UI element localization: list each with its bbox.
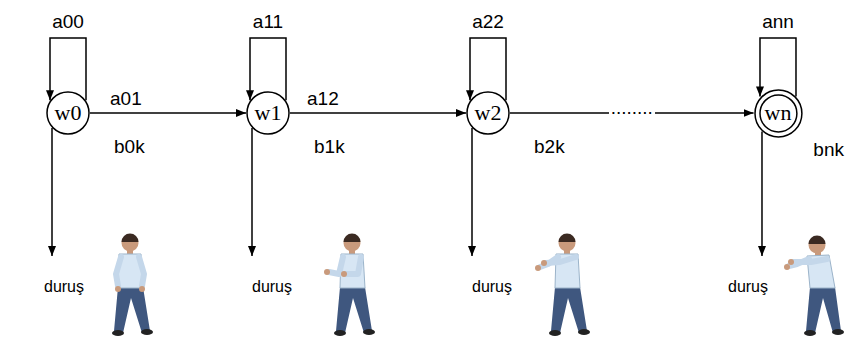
emission-arrow bbox=[251, 128, 253, 256]
observation-node: duruş bbox=[39, 256, 89, 296]
node-text: w1 bbox=[255, 100, 282, 125]
state-circle: w2 bbox=[466, 91, 510, 135]
person-figure bbox=[112, 234, 153, 337]
transition-arrow bbox=[90, 112, 246, 114]
person-figure bbox=[784, 236, 844, 337]
probability-label: a00 bbox=[50, 11, 86, 33]
node-text: w0 bbox=[55, 100, 82, 125]
observation-node: duruş bbox=[247, 256, 297, 296]
final-state-circle: wn bbox=[754, 89, 803, 138]
transition-arrow bbox=[290, 112, 466, 114]
probability-label: a11 bbox=[251, 11, 285, 33]
self-loop-arrow bbox=[250, 38, 286, 100]
self-loop-arrow bbox=[50, 38, 86, 100]
emission-arrow bbox=[471, 128, 473, 256]
probability-label: a12 bbox=[305, 88, 341, 110]
node-text: duruş bbox=[723, 278, 773, 296]
probability-label: b0k bbox=[112, 136, 147, 158]
node-text: duruş bbox=[39, 278, 89, 296]
continuation-dots: ........ bbox=[609, 97, 655, 119]
probability-label: ann bbox=[760, 11, 796, 33]
node-text: duruş bbox=[467, 278, 517, 296]
node-text: wn bbox=[765, 100, 792, 125]
state-circle: w1 bbox=[246, 91, 290, 135]
person-figure bbox=[324, 234, 375, 337]
probability-label: a01 bbox=[108, 88, 144, 110]
person-figure bbox=[535, 234, 590, 337]
probability-label: b1k bbox=[312, 136, 347, 158]
emission-arrow bbox=[51, 128, 53, 256]
self-loop-arrow bbox=[760, 38, 796, 96]
emission-arrow bbox=[761, 131, 763, 256]
self-loop-arrow bbox=[470, 38, 506, 100]
state-circle: w0 bbox=[46, 91, 90, 135]
probability-label: bnk bbox=[811, 139, 846, 161]
node-text: duruş bbox=[247, 278, 297, 296]
observation-node: duruş bbox=[723, 256, 773, 296]
node-text: w2 bbox=[475, 100, 502, 125]
probability-label: a22 bbox=[470, 11, 506, 33]
probability-label: b2k bbox=[532, 136, 567, 158]
observation-node: duruş bbox=[467, 256, 517, 296]
